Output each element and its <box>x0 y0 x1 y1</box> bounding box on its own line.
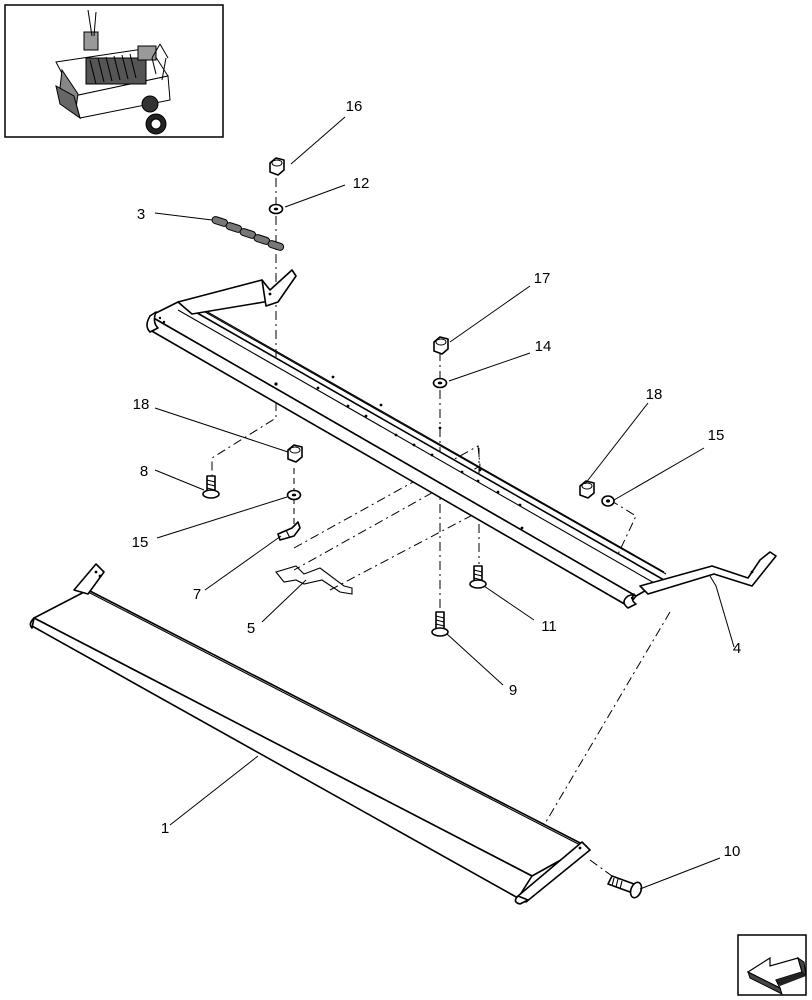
part-3-chain <box>211 216 285 251</box>
callout-4: 4 <box>733 640 741 657</box>
part-1-lower-plate <box>29 563 591 905</box>
part-7-clip <box>277 521 301 541</box>
callout-17: 17 <box>534 270 551 287</box>
bar-holes <box>158 292 754 600</box>
callout-18-right: 18 <box>646 386 663 403</box>
leader-lines <box>154 116 735 890</box>
part-4-upper-bar <box>146 269 777 609</box>
callout-7: 7 <box>193 586 201 603</box>
part-12-washer <box>268 203 284 215</box>
part-5-wire <box>275 565 353 595</box>
callout-1: 1 <box>161 820 169 837</box>
callout-11: 11 <box>541 618 557 635</box>
part-10-bolt <box>607 875 643 899</box>
part-9-bolt <box>431 611 449 637</box>
return-arrow-icon[interactable] <box>737 934 807 996</box>
callout-16: 16 <box>346 98 363 115</box>
callout-3: 3 <box>137 206 145 223</box>
callout-18-left: 18 <box>133 396 150 413</box>
part-18-nut-left <box>287 444 303 463</box>
part-15-washer-left <box>286 489 302 501</box>
machine-overview-thumbnail[interactable] <box>4 4 224 138</box>
callout-12: 12 <box>353 175 370 192</box>
callout-5: 5 <box>247 620 255 637</box>
callout-15-right: 15 <box>708 427 725 444</box>
part-18-nut-right <box>579 480 595 499</box>
part-8-bolt <box>202 475 220 499</box>
part-15-washer-right <box>601 495 615 507</box>
callout-9: 9 <box>509 682 517 699</box>
part-17-nut <box>433 336 449 355</box>
callout-15-left: 15 <box>132 534 149 551</box>
callout-10: 10 <box>724 843 741 860</box>
part-16-nut <box>269 157 285 176</box>
callout-14: 14 <box>535 338 552 355</box>
part-11-bolt <box>469 565 487 589</box>
part-14-washer <box>432 377 448 389</box>
callout-8: 8 <box>140 463 148 480</box>
callout-labels: 16 12 3 17 14 18 18 15 8 15 7 5 11 4 9 1… <box>132 98 742 860</box>
